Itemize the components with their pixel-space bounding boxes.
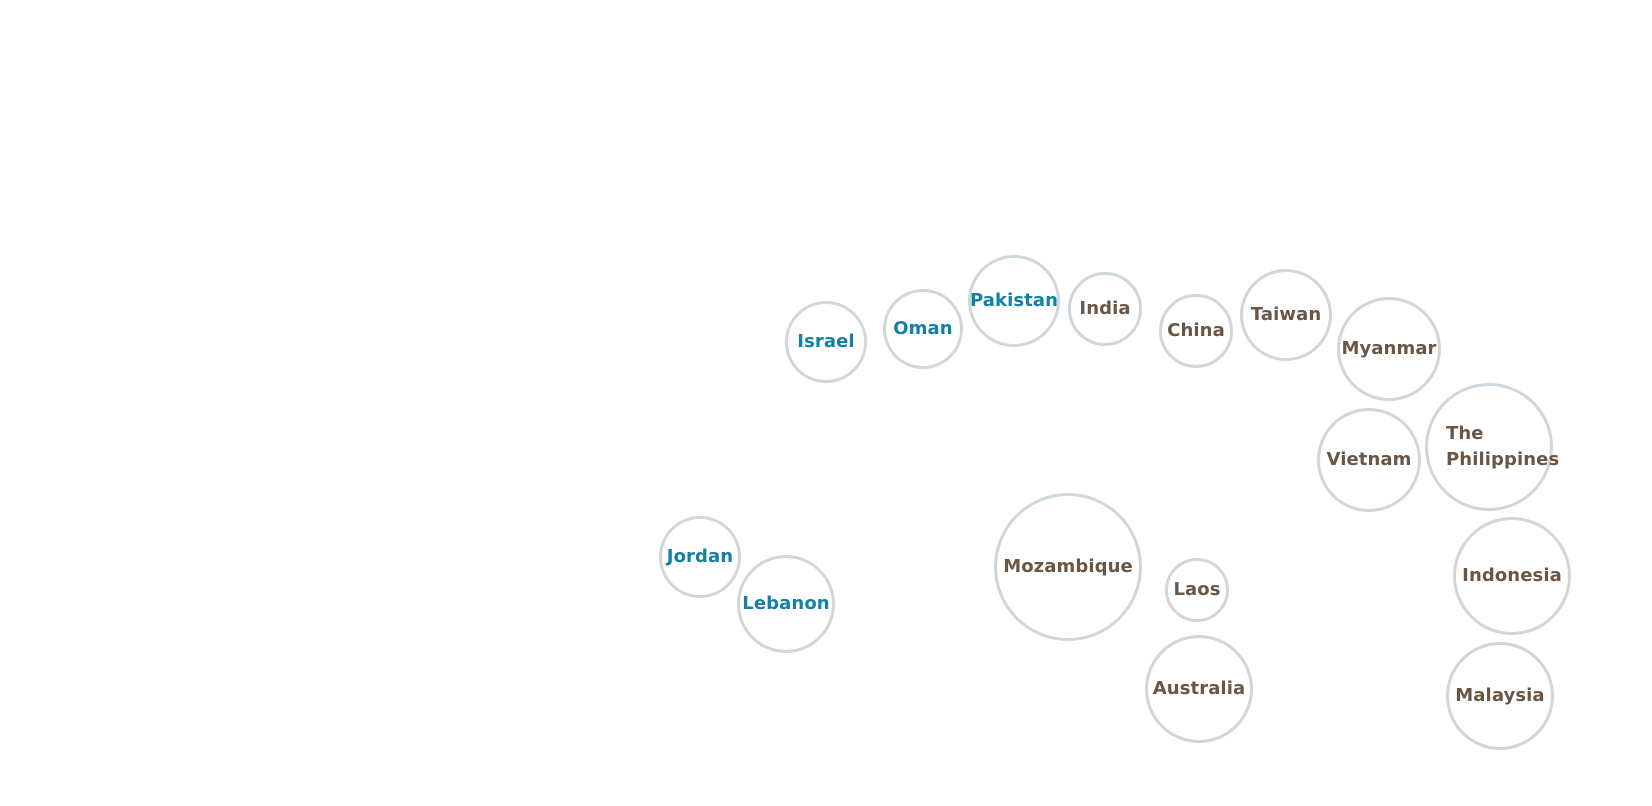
bubble-label: The Philippines (1446, 423, 1560, 470)
bubble-pakistan[interactable]: Pakistan (968, 255, 1060, 347)
bubble-label: Malaysia (1455, 685, 1545, 706)
bubble-oman[interactable]: Oman (883, 289, 963, 369)
bubble-label: Israel (797, 331, 855, 352)
bubble-label: Indonesia (1462, 565, 1562, 586)
bubble-india[interactable]: India (1068, 272, 1142, 346)
bubble-label: Lebanon (742, 593, 830, 614)
bubble-lebanon[interactable]: Lebanon (737, 555, 835, 653)
bubble-label: Oman (893, 318, 953, 339)
bubble-malaysia[interactable]: Malaysia (1446, 642, 1554, 750)
bubble-myanmar[interactable]: Myanmar (1337, 297, 1441, 401)
bubble-laos[interactable]: Laos (1165, 558, 1229, 622)
bubble-china[interactable]: China (1159, 294, 1233, 368)
bubble-label: India (1079, 298, 1131, 319)
bubble-label: China (1167, 320, 1225, 341)
bubble-label: Jordan (666, 546, 734, 567)
bubble-taiwan[interactable]: Taiwan (1240, 269, 1332, 361)
bubble-jordan[interactable]: Jordan (659, 516, 741, 598)
bubble-israel[interactable]: Israel (785, 301, 867, 383)
bubble-label: Vietnam (1326, 449, 1412, 470)
bubble-mozambique[interactable]: Mozambique (994, 493, 1142, 641)
bubble-label: Laos (1173, 579, 1221, 600)
bubble-indonesia[interactable]: Indonesia (1453, 517, 1571, 635)
bubble-label: Australia (1152, 678, 1246, 699)
bubble-label: Taiwan (1250, 304, 1322, 325)
bubble-label: Mozambique (1003, 556, 1133, 577)
bubble-label: Myanmar (1341, 338, 1437, 359)
bubble-the-philippines[interactable]: The Philippines (1425, 383, 1560, 511)
bubble-vietnam[interactable]: Vietnam (1317, 408, 1421, 512)
bubble-label: Pakistan (969, 290, 1059, 311)
bubble-australia[interactable]: Australia (1145, 635, 1253, 743)
